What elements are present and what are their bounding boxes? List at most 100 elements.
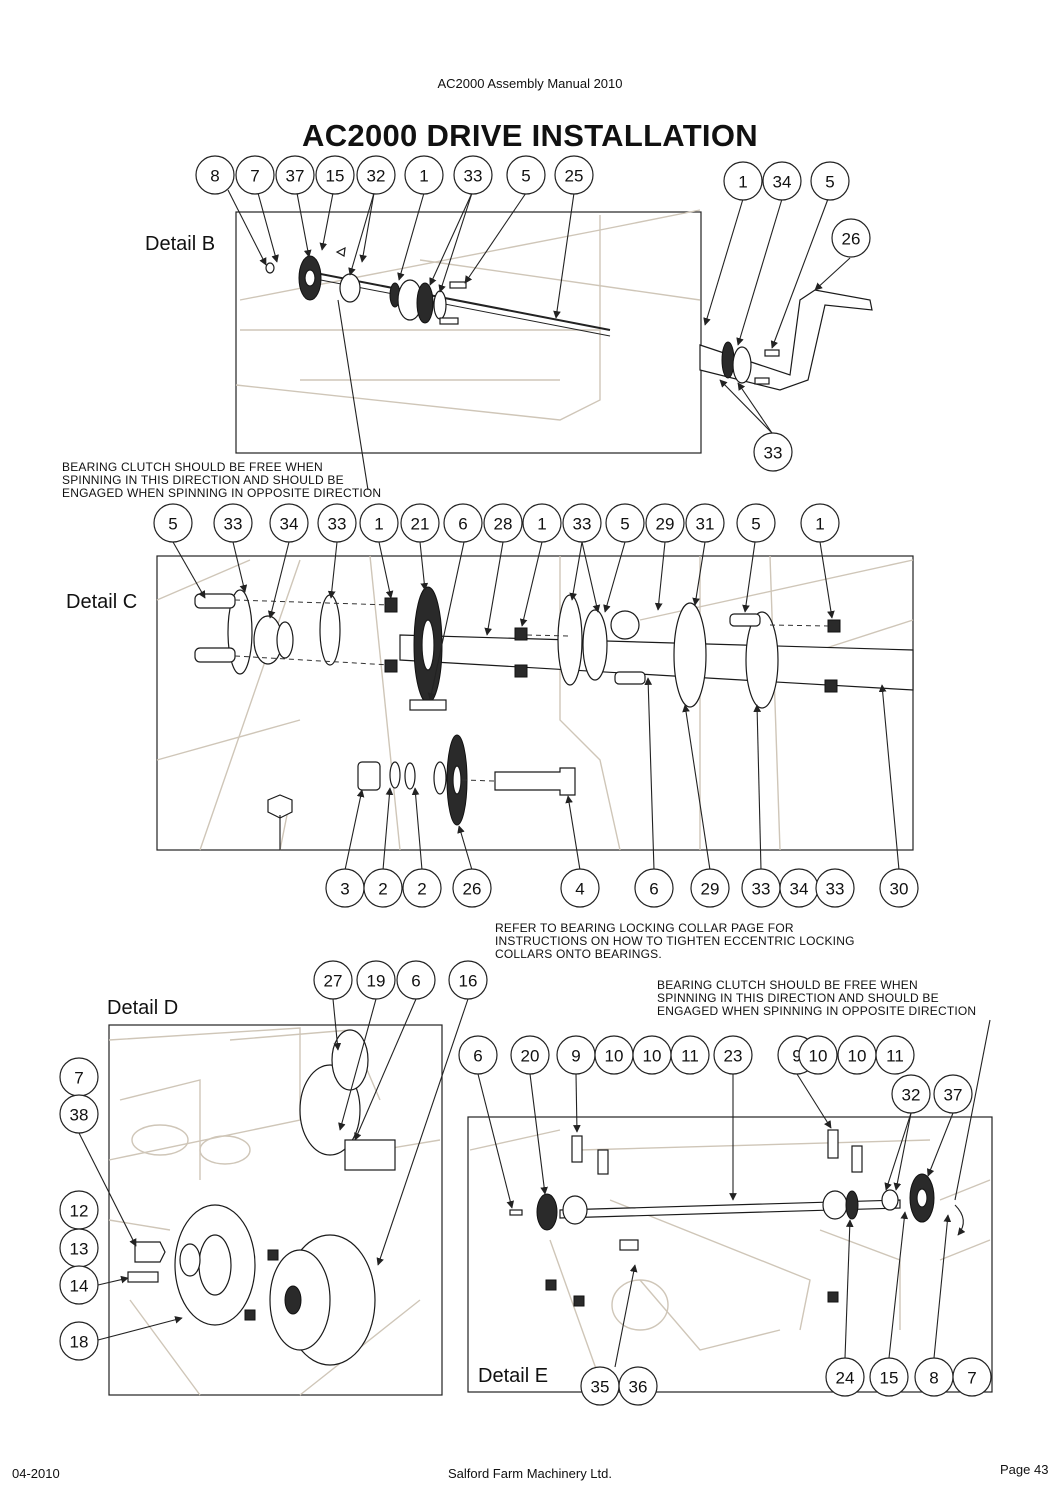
balloon-circle — [213, 503, 253, 543]
balloon-circle — [269, 503, 309, 543]
callout-balloon: 33 — [317, 503, 357, 543]
balloon-circle — [800, 503, 840, 543]
balloon-label: 5 — [521, 167, 530, 186]
callout-balloon: 31 — [685, 503, 725, 543]
balloon-circle — [952, 1357, 992, 1397]
detail-c-leaders — [172, 541, 900, 871]
balloon-label: 33 — [464, 167, 483, 186]
callout-balloon: 16 — [448, 960, 488, 1000]
callout-balloon: 10 — [837, 1035, 877, 1075]
balloon-label: 1 — [374, 515, 383, 534]
callout-balloon: 9 — [556, 1035, 596, 1075]
balloon-label: 4 — [575, 880, 584, 899]
balloon-circle — [448, 960, 488, 1000]
balloon-circle — [195, 155, 235, 195]
balloon-label: 11 — [886, 1047, 904, 1066]
balloon-label: 7 — [74, 1069, 83, 1088]
callout-balloon: 33 — [753, 432, 793, 472]
balloon-label: 9 — [792, 1047, 801, 1066]
callout-balloon: 29 — [690, 868, 730, 908]
callout-balloon: 15 — [869, 1357, 909, 1397]
callout-balloon: 5 — [506, 155, 546, 195]
balloon-label: 10 — [848, 1047, 867, 1066]
balloon-label: 38 — [70, 1106, 89, 1125]
callout-balloon: 26 — [831, 218, 871, 258]
balloon-label: 37 — [286, 167, 305, 186]
balloon-circle — [59, 1094, 99, 1134]
balloon-circle — [634, 868, 674, 908]
balloon-label: 33 — [764, 444, 783, 463]
callout-balloon: 6 — [443, 503, 483, 543]
callout-balloon: 11 — [875, 1035, 915, 1075]
balloon-label: 31 — [696, 515, 715, 534]
callout-balloon: 25 — [554, 155, 594, 195]
page-title: AC2000 DRIVE INSTALLATION — [302, 118, 758, 153]
note-line: REFER TO BEARING LOCKING COLLAR PAGE FOR — [495, 921, 794, 935]
callout-balloon: 18 — [59, 1321, 99, 1361]
balloon-label: 12 — [70, 1202, 89, 1221]
balloon-label: 34 — [280, 515, 299, 534]
callout-balloon: 7 — [59, 1057, 99, 1097]
detail-b-label: Detail B — [145, 233, 216, 255]
balloon-circle — [875, 1035, 915, 1075]
note-line: COLLARS ONTO BEARINGS. — [495, 947, 662, 961]
balloon-circle — [736, 503, 776, 543]
balloon-circle — [356, 155, 396, 195]
callout-balloon: 33 — [213, 503, 253, 543]
balloon-circle — [879, 868, 919, 908]
callout-balloon: 2 — [402, 868, 442, 908]
callout-balloon: 6 — [396, 960, 436, 1000]
balloon-label: 30 — [890, 880, 909, 899]
detail-d-leaders — [78, 998, 469, 1341]
balloon-label: 19 — [367, 972, 386, 991]
footer-company: Salford Farm Machinery Ltd. — [447, 1466, 612, 1481]
detail-e-drawing — [467, 1116, 993, 1393]
callout-balloon: 1 — [522, 503, 562, 543]
balloon-circle — [685, 503, 725, 543]
balloon-circle — [315, 155, 355, 195]
balloon-label: 24 — [836, 1369, 855, 1388]
balloon-circle — [713, 1035, 753, 1075]
callout-balloon: 10 — [798, 1035, 838, 1075]
callout-balloon: 32 — [356, 155, 396, 195]
balloon-label: 2 — [378, 880, 387, 899]
balloon-label: 10 — [643, 1047, 662, 1066]
collar-note: REFER TO BEARING LOCKING COLLAR PAGE FOR… — [495, 922, 855, 961]
callout-balloon: 27 — [313, 960, 353, 1000]
balloon-circle — [510, 1035, 550, 1075]
callout-balloon: 8 — [914, 1357, 954, 1397]
detail-d-label: Detail D — [107, 997, 179, 1019]
balloon-label: 5 — [620, 515, 629, 534]
callout-balloon: 37 — [275, 155, 315, 195]
callout-balloon: 5 — [736, 503, 776, 543]
balloon-circle — [869, 1357, 909, 1397]
balloon-label: 16 — [459, 972, 478, 991]
detail-b-leaders — [227, 189, 851, 491]
callout-balloon: 5 — [605, 503, 645, 543]
balloon-label: 35 — [591, 1378, 610, 1397]
balloon-circle — [562, 503, 602, 543]
detail-c-drawing — [156, 555, 914, 851]
balloon-circle — [452, 868, 492, 908]
callout-balloon: 34 — [269, 503, 309, 543]
balloon-label: 3 — [340, 880, 349, 899]
detail-b-drawing — [235, 209, 873, 454]
balloon-circle — [402, 868, 442, 908]
callout-balloon: 33 — [741, 868, 781, 908]
callout-balloon: 8 — [195, 155, 235, 195]
callout-balloon: 6 — [634, 868, 674, 908]
balloon-circle — [690, 868, 730, 908]
callout-balloon: 5 — [810, 161, 850, 201]
callout-balloon: 2 — [363, 868, 403, 908]
balloon-circle — [59, 1321, 99, 1361]
balloon-circle — [400, 503, 440, 543]
balloon-circle — [605, 503, 645, 543]
callout-balloon: 15 — [315, 155, 355, 195]
callout-balloon: 1 — [359, 503, 399, 543]
balloon-label: 1 — [419, 167, 428, 186]
callout-balloon: 23 — [713, 1035, 753, 1075]
note-line: SPINNING IN THIS DIRECTION AND SHOULD BE — [657, 991, 939, 1005]
balloon-circle — [762, 161, 802, 201]
callout-balloon: 32 — [891, 1074, 931, 1114]
callout-balloon: 20 — [510, 1035, 550, 1075]
